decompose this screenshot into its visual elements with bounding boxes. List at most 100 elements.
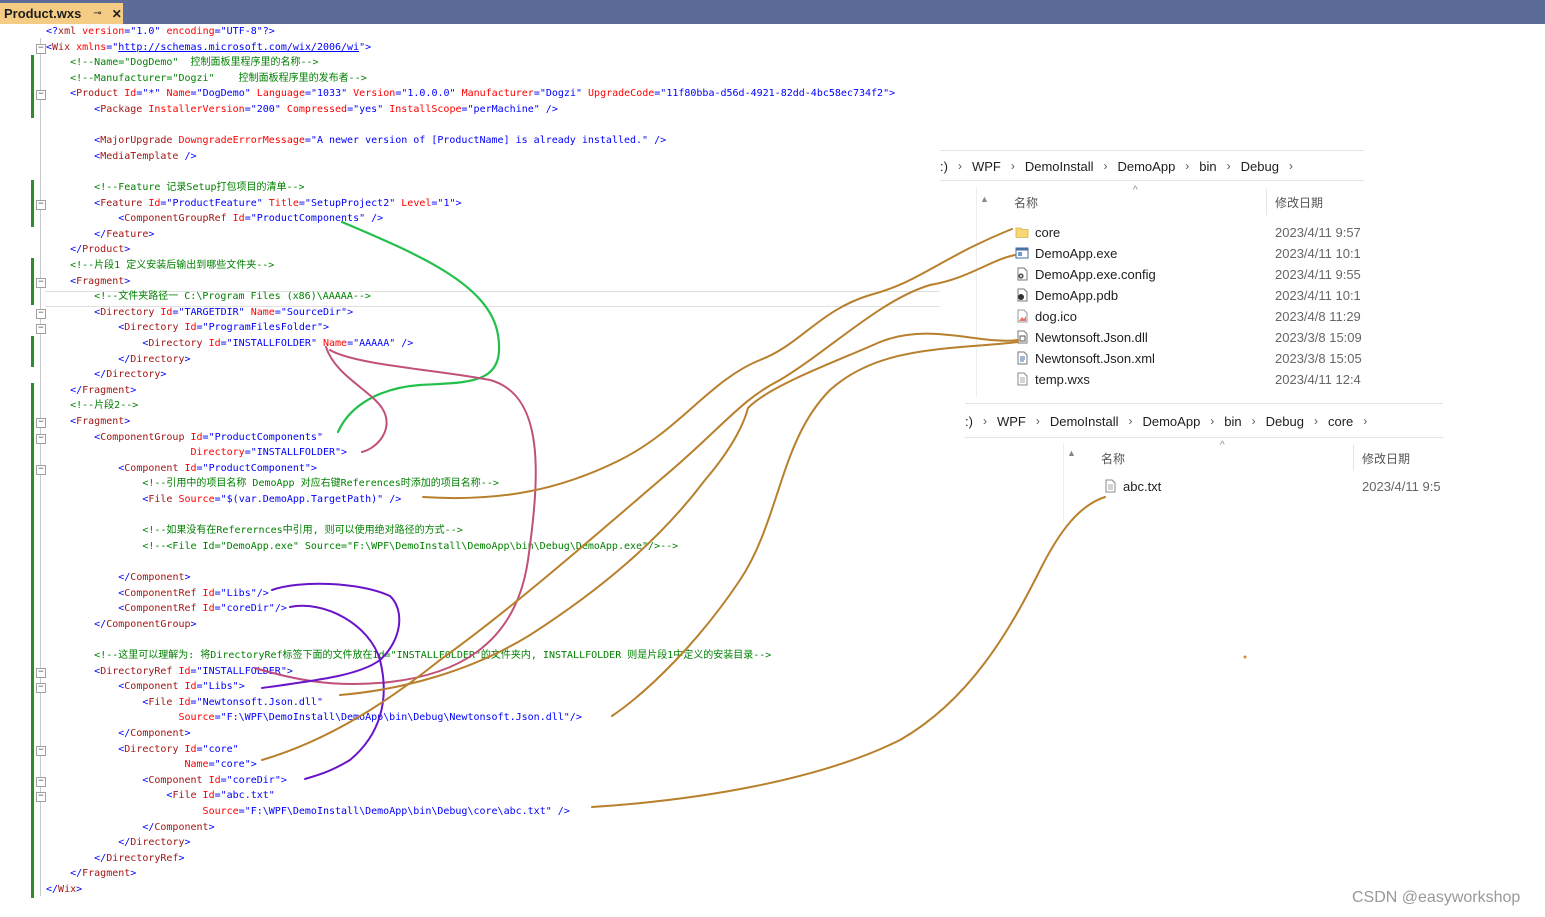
fold-toggle-icon[interactable]: − bbox=[36, 324, 46, 335]
code-token: InstallerVersion bbox=[142, 104, 245, 115]
fold-toggle-icon[interactable]: − bbox=[36, 90, 46, 101]
column-header-name[interactable]: 名称 bbox=[1014, 196, 1039, 210]
code-token: < bbox=[46, 743, 125, 755]
file-date: 2023/4/11 9:55 bbox=[1275, 267, 1361, 282]
breadcrumb-item[interactable]: WPF bbox=[996, 413, 1026, 429]
code-token: Compressed bbox=[280, 104, 348, 115]
breadcrumb-item[interactable]: :) bbox=[940, 158, 948, 174]
code-token: Feature bbox=[100, 197, 143, 209]
breadcrumb-item[interactable]: Debug bbox=[1240, 158, 1279, 174]
breadcrumb[interactable]: :) › WPF › DemoInstall › DemoApp › bin › Debug › cor… bbox=[965, 407, 1377, 435]
breadcrumb-item[interactable]: bin bbox=[1224, 413, 1242, 429]
code-token: core bbox=[208, 743, 233, 755]
fold-toggle-icon[interactable]: − bbox=[36, 199, 46, 210]
scroll-up-icon[interactable]: ▲ bbox=[1067, 448, 1076, 458]
breadcrumb-item[interactable]: core bbox=[1327, 413, 1354, 429]
scroll-up-icon[interactable]: ▲ bbox=[980, 194, 989, 204]
chevron-right-icon[interactable]: › bbox=[1210, 414, 1215, 428]
breadcrumb-item[interactable]: WPF bbox=[971, 158, 1001, 174]
breadcrumb-item[interactable]: DemoInstall bbox=[1049, 413, 1119, 429]
fold-toggle-icon[interactable]: − bbox=[36, 433, 46, 444]
file-row[interactable]: DemoApp.exe.config 2023/4/11 9:55 bbox=[1015, 264, 1405, 285]
code-token: < bbox=[46, 197, 101, 209]
fold-toggle-icon[interactable]: − bbox=[36, 464, 46, 475]
code-token: =" bbox=[190, 88, 203, 100]
column-header-date[interactable]: 修改日期 bbox=[1362, 452, 1411, 466]
code-token: " bbox=[238, 306, 245, 318]
chevron-right-icon[interactable]: › bbox=[982, 414, 987, 428]
code-token: "> bbox=[883, 88, 896, 100]
tab-product-wxs[interactable]: Product.wxs ⊸ ✕ bbox=[0, 3, 123, 24]
breadcrumb-item[interactable]: Debug bbox=[1265, 413, 1304, 429]
chevron-right-icon[interactable]: › bbox=[1035, 414, 1040, 428]
breadcrumb-item[interactable]: :) bbox=[965, 413, 973, 429]
chevron-right-icon[interactable]: › bbox=[1185, 159, 1190, 173]
fold-toggle-icon[interactable]: − bbox=[36, 792, 46, 803]
code-token: <!--<File Id="DemoApp.exe" Source="F:\WP… bbox=[142, 540, 679, 552]
code-token: "> bbox=[316, 322, 329, 334]
code-token: "/> bbox=[250, 587, 269, 599]
code-token: < bbox=[46, 790, 173, 802]
column-header-date[interactable]: 修改日期 bbox=[1275, 196, 1324, 210]
code-token: ComponentRef bbox=[124, 603, 197, 615]
chevron-right-icon[interactable]: › bbox=[1363, 414, 1368, 428]
code-token: <? bbox=[46, 26, 59, 37]
chevron-right-icon[interactable]: › bbox=[1128, 414, 1133, 428]
chevron-right-icon[interactable]: › bbox=[957, 159, 962, 173]
code-token: ComponentGroupRef bbox=[124, 213, 227, 225]
code-token: Id bbox=[142, 197, 161, 209]
fold-toggle-icon[interactable]: − bbox=[36, 418, 46, 428]
fold-toggle-icon[interactable]: − bbox=[36, 308, 46, 319]
code-token: Feature bbox=[106, 228, 149, 240]
code-line: <Directory Id="TARGETDIR" Name="SourceDi… bbox=[46, 305, 353, 321]
close-icon[interactable]: ✕ bbox=[111, 6, 122, 21]
code-token: =" bbox=[214, 603, 227, 615]
breadcrumb[interactable]: :) › WPF › DemoInstall › DemoApp › bin › Debug › bbox=[940, 152, 1303, 180]
pin-icon[interactable]: ⊸ bbox=[93, 8, 102, 19]
code-line: <?xml version="1.0" encoding="UTF-8"?> bbox=[46, 24, 275, 40]
code-token: =" bbox=[274, 306, 287, 318]
fold-toggle-icon[interactable]: − bbox=[36, 745, 46, 756]
chevron-right-icon[interactable]: › bbox=[1251, 414, 1256, 428]
code-line: </Component> bbox=[46, 570, 190, 586]
chevron-right-icon[interactable]: › bbox=[1103, 159, 1108, 173]
code-token: > bbox=[178, 852, 185, 864]
code-token: core bbox=[220, 759, 245, 771]
code-token: < bbox=[46, 681, 125, 693]
file-name: DemoApp.exe.config bbox=[1035, 267, 1156, 282]
column-header-name[interactable]: 名称 bbox=[1101, 452, 1126, 466]
breadcrumb-item[interactable]: DemoInstall bbox=[1024, 158, 1094, 174]
tab-title: Product.wxs bbox=[4, 6, 82, 21]
fold-toggle-icon[interactable]: − bbox=[36, 667, 46, 678]
code-token: < bbox=[46, 431, 101, 443]
file-name: DemoApp.pdb bbox=[1035, 288, 1119, 303]
chevron-right-icon[interactable]: › bbox=[1313, 414, 1318, 428]
code-token: =" bbox=[461, 104, 474, 115]
fold-toggle-icon[interactable]: − bbox=[36, 277, 46, 288]
code-token: < bbox=[46, 88, 77, 100]
code-token: Product bbox=[76, 88, 119, 100]
breadcrumb-item[interactable]: DemoApp bbox=[1117, 158, 1176, 174]
fold-toggle-icon[interactable]: − bbox=[36, 776, 46, 787]
code-line: <!--片段1 定义安装后输出到哪些文件夹--> bbox=[46, 258, 274, 274]
breadcrumb-item[interactable]: DemoApp bbox=[1142, 413, 1201, 429]
code-token: $(var.DemoApp.TargetPath) bbox=[226, 494, 378, 505]
code-token: =" bbox=[238, 806, 251, 817]
breadcrumb-item[interactable]: bin bbox=[1199, 158, 1217, 174]
code-token: "> bbox=[335, 447, 348, 459]
fold-toggle-icon[interactable]: − bbox=[36, 683, 46, 694]
chevron-right-icon[interactable]: › bbox=[1010, 159, 1015, 173]
chevron-right-icon[interactable]: › bbox=[1288, 159, 1293, 173]
fold-toggle-icon[interactable]: − bbox=[36, 43, 46, 54]
code-token: Directory bbox=[100, 306, 155, 318]
chevron-right-icon[interactable]: › bbox=[1226, 159, 1231, 173]
code-token: </ bbox=[46, 868, 83, 880]
